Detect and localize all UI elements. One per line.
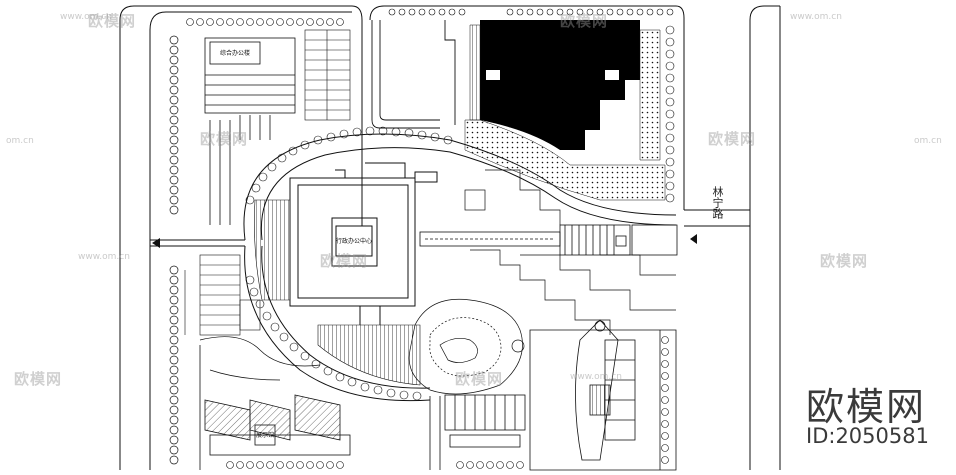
tree-row-north	[186, 8, 674, 26]
north-east-tree-row	[665, 25, 675, 203]
south-road	[429, 394, 526, 470]
parking-south-west	[184, 254, 261, 336]
tree-row-west	[169, 35, 179, 465]
hatched-plazas	[254, 199, 421, 386]
east-stepped-blocks	[464, 169, 676, 335]
label-central-building: 行政办公中心	[336, 237, 372, 245]
watermark-url-5: www.om.cn	[78, 252, 130, 262]
brand-name: 欧模网	[806, 385, 927, 429]
landscape-garden	[199, 298, 525, 395]
central-administration-building	[289, 162, 438, 325]
watermark-url-3: om.cn	[6, 136, 34, 146]
south-tree-row	[226, 336, 669, 469]
label-north-west-office: 综合办公楼	[220, 49, 250, 57]
watermark-6: 欧模网	[14, 370, 63, 388]
watermark-url-2: www.om.cn	[790, 12, 842, 22]
brand-id: ID:2050581	[806, 424, 929, 448]
watermark-7: 欧模网	[455, 370, 504, 388]
north-west-office-block	[204, 37, 296, 225]
south-east-tower	[529, 319, 677, 471]
watermark-url-6: www.om.cn	[570, 372, 622, 382]
watermark-url-1: www.om.cn	[60, 12, 112, 22]
watermark-4: 欧模网	[820, 252, 869, 270]
watermark-url-4: om.cn	[914, 136, 942, 146]
road-name-label: 林宁路	[711, 186, 724, 219]
watermark-2: 欧模网	[200, 130, 249, 148]
watermark-3: 欧模网	[708, 130, 757, 148]
parking-north	[304, 29, 351, 121]
north-entry-road	[371, 20, 456, 129]
north-east-dark-building	[464, 20, 666, 201]
watermark-8: 欧模网	[560, 12, 609, 30]
bridge-walkway	[419, 224, 678, 256]
watermark-5: 欧模网	[320, 252, 369, 270]
road-arrows	[152, 234, 697, 248]
label-south-west-hall: 展示馆	[256, 431, 274, 439]
road-boundaries	[119, 5, 781, 470]
watermark-1: 欧模网	[88, 12, 137, 30]
south-west-buildings	[199, 345, 351, 470]
